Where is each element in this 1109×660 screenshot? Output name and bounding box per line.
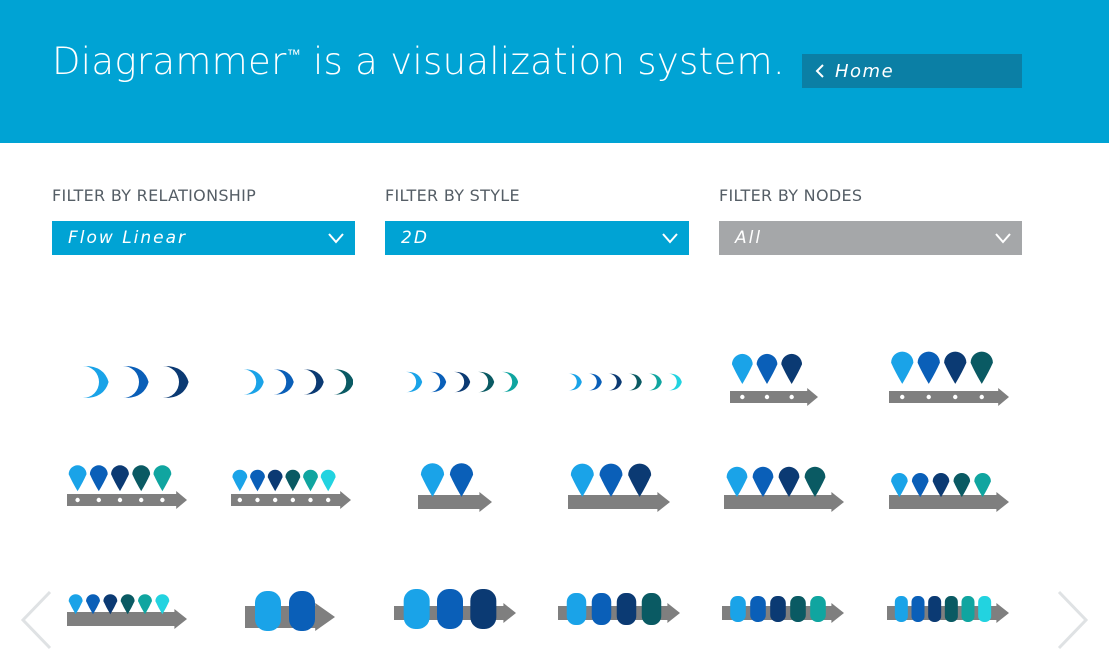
diagram-thumbnail-pills-6[interactable] <box>887 555 1011 635</box>
chevron-down-icon <box>662 233 678 244</box>
diagram-thumbnail-drops-6[interactable] <box>558 340 682 420</box>
diagram-thumbnail-pills-5[interactable] <box>722 555 846 635</box>
chevron-left-icon <box>815 64 824 78</box>
filter-style-select[interactable]: 2D <box>385 221 689 255</box>
diagram-thumbnail-pins-dots-4[interactable] <box>887 340 1011 420</box>
diagram-thumbnail-drops-3[interactable] <box>65 340 189 420</box>
diagram-thumbnail-drops-4[interactable] <box>229 340 353 420</box>
filter-nodes-label: FILTER BY NODES <box>719 186 863 205</box>
filter-style-label: FILTER BY STYLE <box>385 186 520 205</box>
diagram-thumbnail-pins-dots-3[interactable] <box>722 340 846 420</box>
filter-nodes-value: All <box>735 228 763 248</box>
chevron-down-icon <box>328 233 344 244</box>
diagram-thumbnail-pills-2[interactable] <box>229 555 353 635</box>
filter-relationship-label: FILTER BY RELATIONSHIP <box>52 186 257 205</box>
diagram-thumbnail-pins-dots-6[interactable] <box>229 450 353 530</box>
filter-relationship-select[interactable]: Flow Linear <box>52 221 355 255</box>
diagram-thumbnail-pins-dots-5[interactable] <box>65 450 189 530</box>
diagram-thumbnail-pills-4[interactable] <box>558 555 682 635</box>
previous-page-arrow[interactable] <box>20 590 54 650</box>
home-button[interactable]: Home <box>802 54 1022 88</box>
home-button-label: Home <box>835 61 895 82</box>
page-title: Diagrammer™ is a visualization system. <box>52 40 785 83</box>
next-page-arrow[interactable] <box>1055 590 1089 650</box>
filter-nodes-select[interactable]: All <box>719 221 1022 255</box>
diagram-thumbnail-pills-3[interactable] <box>394 555 518 635</box>
diagram-thumbnail-pins-arrow-5[interactable] <box>887 450 1011 530</box>
diagram-thumbnail-pins-arrow-6[interactable] <box>65 555 189 635</box>
chevron-down-icon <box>995 233 1011 244</box>
filter-style-value: 2D <box>401 228 429 248</box>
header-bar: Diagrammer™ is a visualization system. H… <box>0 0 1109 143</box>
diagram-thumbnail-drops-5[interactable] <box>394 340 518 420</box>
diagram-thumbnail-pins-arrow-2[interactable] <box>394 450 518 530</box>
filter-relationship-value: Flow Linear <box>68 228 188 248</box>
diagram-thumbnail-pins-arrow-4[interactable] <box>722 450 846 530</box>
diagram-thumbnail-pins-arrow-3[interactable] <box>558 450 682 530</box>
